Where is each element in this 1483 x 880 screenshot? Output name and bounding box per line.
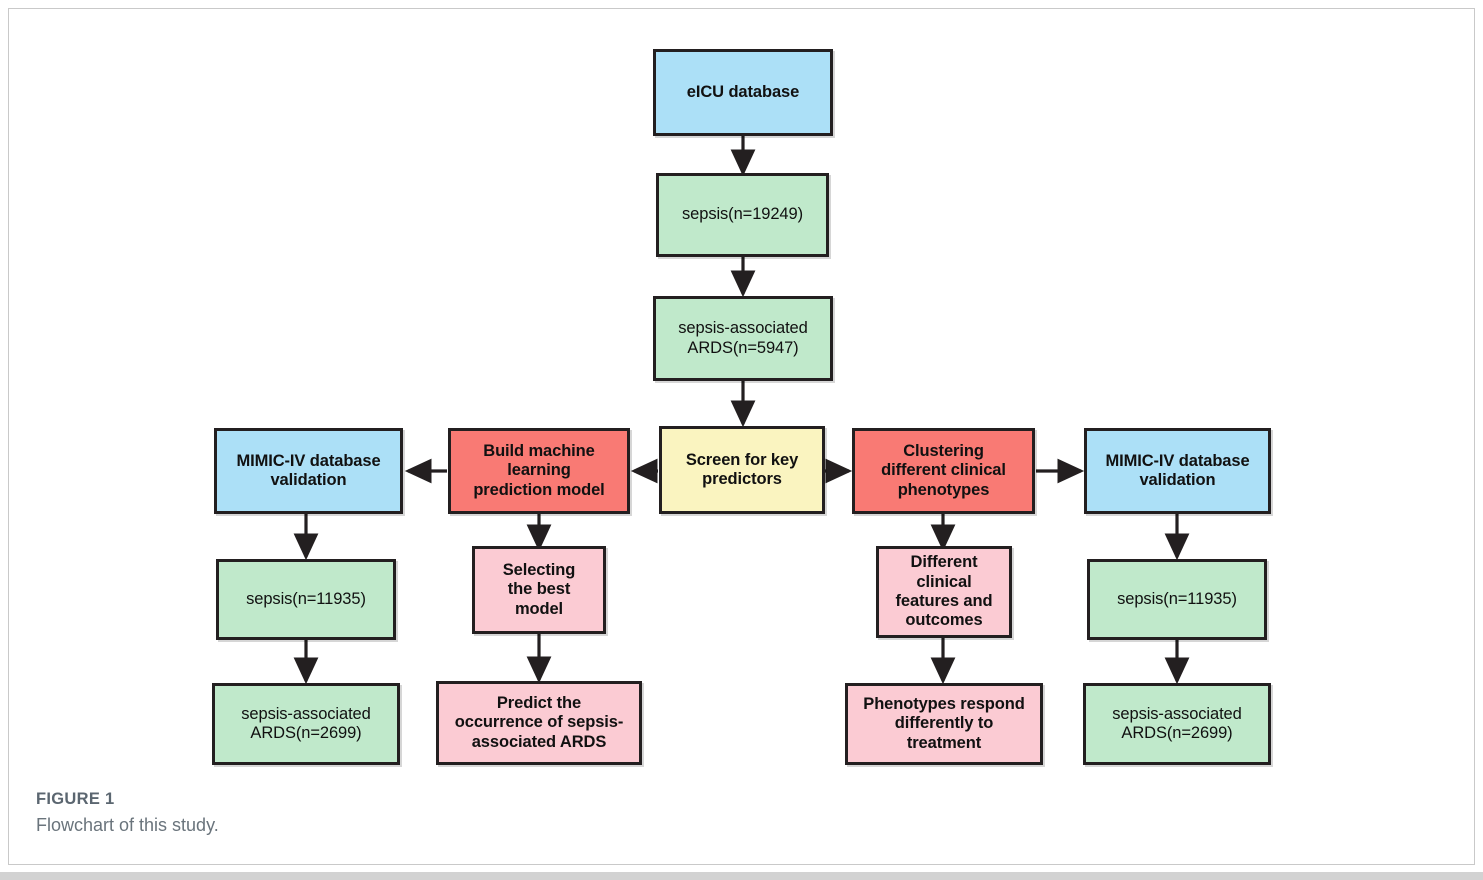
node-phenotypes-respond[interactable]: Phenotypes respond differently to treatm… — [845, 683, 1043, 765]
node-selecting-best-model[interactable]: Selecting the best model — [472, 546, 606, 634]
node-label: Clustering different clinical phenotypes — [881, 441, 1006, 499]
node-label: Phenotypes respond differently to treatm… — [863, 694, 1025, 752]
node-label: Predict the occurrence of sepsis- associ… — [454, 693, 624, 751]
figure-caption-text: Flowchart of this study. — [36, 815, 219, 835]
figure-number: FIGURE 1 — [36, 790, 115, 808]
node-label: sepsis-associated ARDS(n=2699) — [241, 704, 371, 742]
node-eicu-database[interactable]: eICU database — [653, 49, 833, 136]
bottom-divider — [0, 872, 1483, 880]
node-label: sepsis-associated ARDS(n=5947) — [678, 319, 808, 357]
node-sepsis-associated-ards-mimic-right[interactable]: sepsis-associated ARDS(n=2699) — [1083, 683, 1271, 765]
node-label: sepsis(n=11935) — [246, 589, 366, 608]
node-different-clinical-features[interactable]: Different clinical features and outcomes — [876, 546, 1012, 638]
node-predict-occurrence[interactable]: Predict the occurrence of sepsis- associ… — [436, 681, 642, 765]
node-label: Selecting the best model — [502, 560, 576, 618]
node-label: Screen for key predictors — [685, 450, 799, 488]
node-clustering-clinical-phenotypes[interactable]: Clustering different clinical phenotypes — [852, 428, 1035, 514]
node-label: eICU database — [686, 82, 800, 101]
node-mimic-iv-validation-right[interactable]: MIMIC-IV database validation — [1084, 428, 1271, 514]
node-label: Different clinical features and outcomes — [895, 553, 993, 630]
node-label: sepsis(n=19249) — [682, 205, 803, 224]
node-label: Build machine learning prediction model — [473, 441, 605, 499]
node-label: MIMIC-IV database validation — [1105, 451, 1250, 489]
node-sepsis-eicu[interactable]: sepsis(n=19249) — [656, 173, 829, 257]
node-screen-for-key-predictors[interactable]: Screen for key predictors — [659, 426, 825, 514]
node-sepsis-mimic-right[interactable]: sepsis(n=11935) — [1087, 559, 1267, 640]
node-label: sepsis-associated ARDS(n=2699) — [1112, 704, 1242, 742]
node-mimic-iv-validation-left[interactable]: MIMIC-IV database validation — [214, 428, 403, 514]
node-label: sepsis(n=11935) — [1117, 589, 1237, 608]
node-sepsis-mimic-left[interactable]: sepsis(n=11935) — [216, 559, 396, 640]
figure-caption: FIGURE 1 Flowchart of this study. — [36, 790, 736, 836]
node-sepsis-associated-ards-eicu[interactable]: sepsis-associated ARDS(n=5947) — [653, 296, 833, 381]
node-label: MIMIC-IV database validation — [236, 451, 381, 489]
node-sepsis-associated-ards-mimic-left[interactable]: sepsis-associated ARDS(n=2699) — [212, 683, 400, 765]
node-build-ml-prediction-model[interactable]: Build machine learning prediction model — [448, 428, 630, 514]
